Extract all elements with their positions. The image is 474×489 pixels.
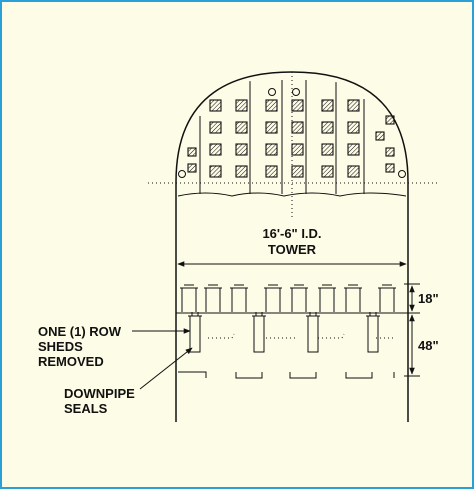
hatched-cap bbox=[265, 143, 278, 156]
hatched-cap bbox=[291, 143, 304, 156]
hatched-cap bbox=[321, 165, 334, 178]
downpipe-row bbox=[188, 312, 380, 353]
hatched-cap-grid bbox=[187, 99, 395, 178]
tray-plan-view bbox=[148, 71, 438, 220]
bolt-hole bbox=[178, 170, 186, 178]
hatched-cap bbox=[265, 99, 278, 112]
hatched-cap bbox=[347, 165, 360, 178]
shed bbox=[180, 287, 198, 312]
hatched-cap bbox=[187, 147, 197, 157]
hatched-cap bbox=[235, 165, 248, 178]
hatched-cap bbox=[235, 99, 248, 112]
seals-callout-line2: SEALS bbox=[64, 401, 108, 416]
hatched-cap bbox=[235, 143, 248, 156]
hatched-cap bbox=[385, 147, 395, 157]
hatched-cap bbox=[209, 121, 222, 134]
sheds-removed-callout: ONE (1) ROW SHEDS REMOVED bbox=[38, 324, 191, 369]
vertical-dimensions: 18" 48" bbox=[404, 283, 439, 377]
downpipe bbox=[307, 315, 319, 353]
hatched-cap bbox=[321, 143, 334, 156]
hatched-cap bbox=[321, 121, 334, 134]
sheds-callout-line1: ONE (1) ROW bbox=[38, 324, 122, 339]
hatched-cap bbox=[385, 115, 395, 125]
bolt-hole bbox=[268, 88, 276, 96]
sheds-callout-line3: REMOVED bbox=[38, 354, 104, 369]
bolt-hole bbox=[398, 170, 406, 178]
shed bbox=[344, 287, 362, 312]
downpipe-seals-callout: DOWNPIPE SEALS bbox=[64, 347, 193, 416]
hatched-cap bbox=[385, 163, 395, 173]
downpipe bbox=[253, 315, 265, 353]
tray-panel-lines bbox=[199, 80, 365, 194]
downpipe-top bbox=[188, 312, 202, 317]
shed-row bbox=[176, 284, 408, 314]
hatched-cap bbox=[291, 121, 304, 134]
elevation-view bbox=[176, 284, 408, 379]
hatched-cap bbox=[209, 99, 222, 112]
lower-seal-line bbox=[178, 371, 395, 379]
downpipe bbox=[367, 315, 379, 353]
tray-edge-wave bbox=[177, 192, 407, 197]
shed bbox=[378, 287, 396, 312]
hatched-cap bbox=[235, 121, 248, 134]
hatched-cap bbox=[209, 165, 222, 178]
downpipe bbox=[189, 315, 201, 353]
hatched-cap bbox=[187, 163, 197, 173]
shed bbox=[290, 287, 308, 312]
shed bbox=[230, 287, 248, 312]
hatched-cap bbox=[265, 121, 278, 134]
hatched-cap bbox=[209, 143, 222, 156]
hatched-cap bbox=[291, 99, 304, 112]
dim-48-label: 48" bbox=[418, 338, 439, 353]
hatched-cap bbox=[265, 165, 278, 178]
bolt-hole bbox=[292, 88, 300, 96]
liquid-level-line bbox=[208, 333, 396, 339]
shed bbox=[264, 287, 282, 312]
hatched-cap bbox=[291, 165, 304, 178]
downpipe-top bbox=[306, 312, 320, 317]
downpipe-top bbox=[366, 312, 380, 317]
hatched-cap bbox=[347, 99, 360, 112]
sheds-callout-line2: SHEDS bbox=[38, 339, 83, 354]
shed bbox=[318, 287, 336, 312]
hatched-cap bbox=[375, 131, 385, 141]
downpipe-top bbox=[252, 312, 266, 317]
hatched-cap bbox=[347, 121, 360, 134]
hatched-cap bbox=[321, 99, 334, 112]
seals-leader bbox=[139, 347, 193, 390]
tower-label: TOWER bbox=[268, 242, 317, 257]
hatched-cap bbox=[347, 143, 360, 156]
shed bbox=[204, 287, 222, 312]
dim-18-label: 18" bbox=[418, 291, 439, 306]
diameter-label: 16'-6" I.D. bbox=[262, 226, 321, 241]
diameter-dimension: 16'-6" I.D. TOWER bbox=[177, 226, 407, 267]
seals-callout-line1: DOWNPIPE bbox=[64, 386, 135, 401]
